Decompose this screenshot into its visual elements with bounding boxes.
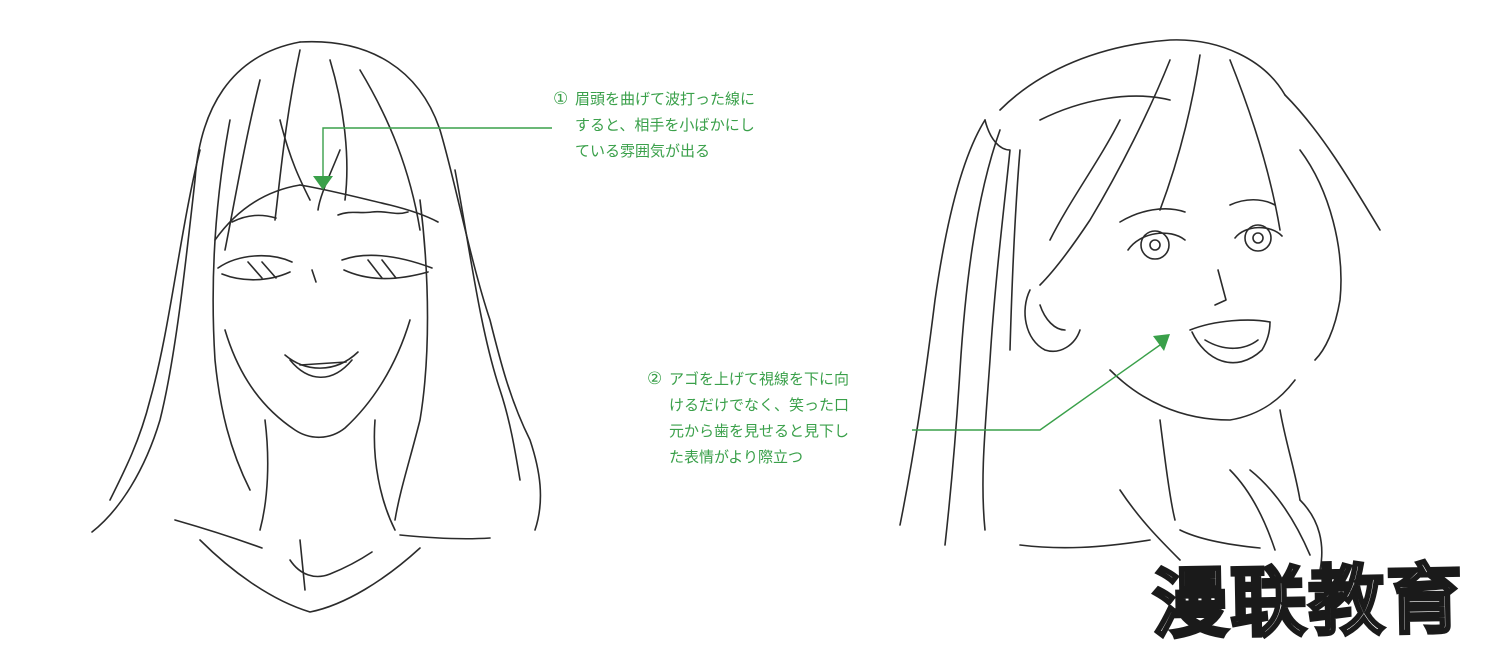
annotation-2-number: ② xyxy=(647,369,663,389)
callout-2-leader xyxy=(912,344,1161,431)
callout-1-arrowhead xyxy=(313,176,333,190)
right-girl-sketch xyxy=(899,39,1381,571)
callout-1-leader xyxy=(322,127,552,176)
callout-2-arrowhead xyxy=(1153,334,1170,351)
watermark-logo: 漫联教育 xyxy=(1150,553,1467,650)
annotation-1-line-3: ている雰囲気が出る xyxy=(575,142,711,160)
annotation-2-line-2: けるだけでなく、笑った口 xyxy=(669,396,850,414)
left-girl-sketch xyxy=(91,40,542,613)
annotation-2-line-3: 元から歯を見せると見下し xyxy=(669,422,850,440)
annotation-1-number: ① xyxy=(553,89,569,109)
annotation-callouts xyxy=(313,127,1170,431)
annotation-1-line-2: すると、相手を小ばかにし xyxy=(575,116,755,134)
annotation-2-line-4: た表情がより際立つ xyxy=(669,448,803,466)
